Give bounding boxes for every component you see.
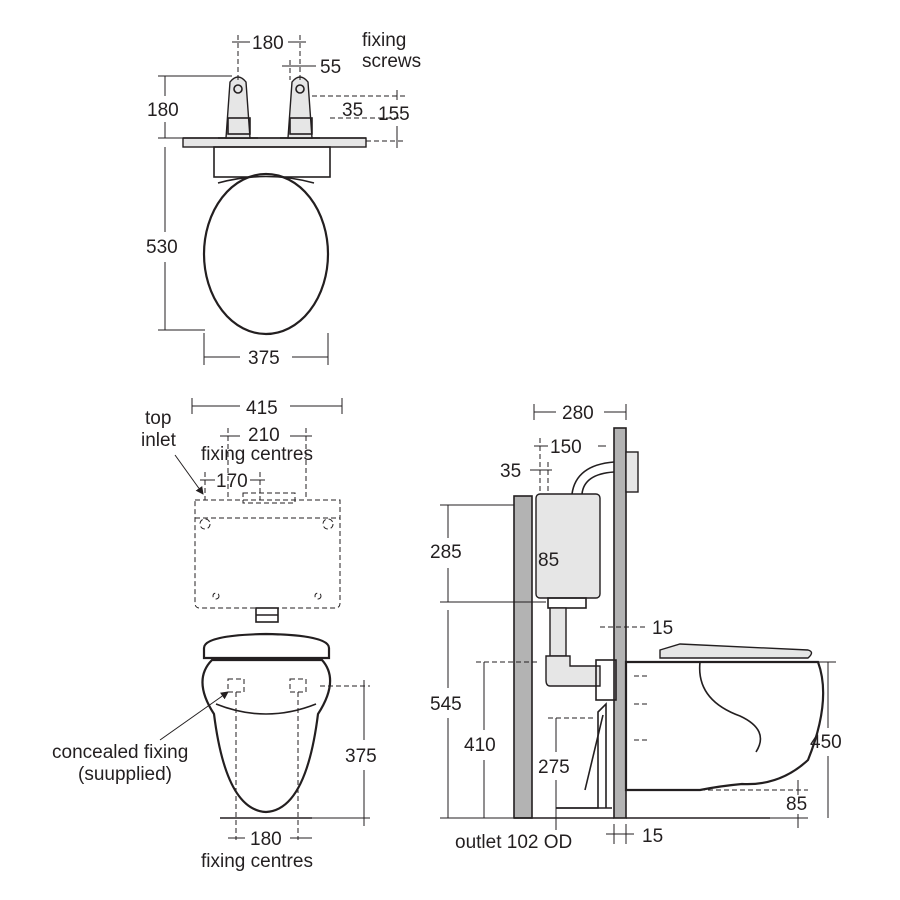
dim-side-275: 275 (538, 757, 570, 778)
label-fixing-centres-top: fixing centres (201, 444, 313, 465)
dim-side-15-bottom: 15 (642, 826, 663, 847)
side-cistern (535, 493, 601, 599)
dim-side-85: 85 (538, 550, 559, 571)
side-back-wall (513, 495, 533, 819)
dim-front-180: 180 (250, 829, 282, 850)
dim-front-415: 415 (246, 398, 278, 419)
label-outlet: outlet 102 OD (455, 832, 572, 853)
label-concealed-fixing: concealed fixing (52, 742, 188, 763)
dim-side-85-pan: 85 (786, 794, 807, 815)
dim-front-210: 210 (248, 425, 280, 446)
plan-wall-bar (182, 137, 367, 148)
front-cistern (194, 499, 341, 609)
right-bracket (280, 76, 320, 139)
dim-side-150: 150 (550, 437, 582, 458)
front-view: 415 top inlet 210 fixing centres 170 con… (52, 398, 377, 872)
label-fixing: fixing (362, 30, 406, 51)
left-bracket (218, 76, 258, 139)
dim-side-285: 285 (430, 542, 462, 563)
side-front-wall (613, 427, 627, 819)
dim-side-410: 410 (464, 735, 496, 756)
dim-plan-35: 35 (342, 100, 363, 121)
dim-plan-55: 55 (320, 57, 341, 78)
dim-front-170: 170 (216, 471, 248, 492)
dim-front-375: 375 (345, 746, 377, 767)
dim-side-15: 15 (652, 618, 673, 639)
side-seat (659, 643, 813, 659)
label-supplied: (suupplied) (78, 764, 172, 785)
dim-plan-155: 155 (378, 104, 410, 125)
front-pan (201, 658, 332, 814)
front-seat (202, 632, 331, 660)
label-inlet: inlet (141, 430, 177, 451)
dim-side-450: 450 (810, 732, 842, 753)
label-top: top (145, 408, 171, 429)
plan-cistern-base (213, 146, 331, 178)
dim-plan-180: 180 (252, 33, 284, 54)
plan-seat (202, 172, 330, 336)
side-view: 280 150 35 285 85 15 545 410 275 (430, 403, 842, 853)
dim-side-545: 545 (430, 694, 462, 715)
dim-plan-375: 375 (248, 348, 280, 369)
dim-side-35: 35 (500, 461, 521, 482)
plan-view: 180 fixing screws 55 180 35 155 530 375 (146, 30, 421, 369)
side-pan (624, 660, 825, 792)
dim-plan-180-vertical: 180 (147, 100, 179, 121)
flush-plate (625, 451, 639, 493)
dim-plan-530: 530 (146, 237, 178, 258)
label-screws: screws (362, 51, 421, 72)
dim-side-280: 280 (562, 403, 594, 424)
label-fixing-centres-bottom: fixing centres (201, 851, 313, 872)
